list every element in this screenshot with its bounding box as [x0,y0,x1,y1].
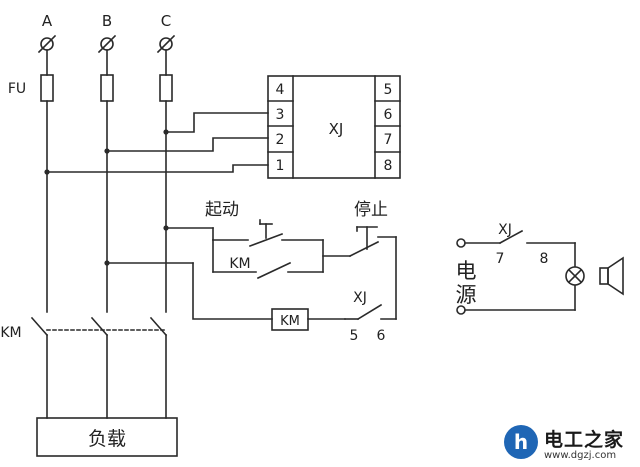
speaker-icon [599,256,624,296]
relay-pin-5: 5 [384,82,393,98]
xj-contact-5-6 [344,303,397,321]
watermark-name: 电工之家 [544,429,625,451]
phase-b-label: B [102,12,112,30]
main-contact-c [149,316,168,419]
relay-xj [267,75,401,179]
main-contact-b [90,316,109,419]
phase-a-label: A [42,12,53,30]
km-coil-label: KM [280,314,300,329]
lamp-icon [565,266,585,286]
main-contact-a [30,316,49,419]
phase-c-label: C [161,12,171,30]
km-aux-contact [212,239,324,280]
stop-button-label: 停止 [354,200,388,220]
xj-contact-label: XJ [353,290,367,306]
alarm-pin-8: 8 [540,251,549,267]
relay-pin-4: 4 [276,82,285,98]
alarm-pin-7: 7 [496,251,505,267]
control-wires [106,227,397,320]
relay-pin-1: 1 [276,158,285,174]
stop-button-contact [322,226,397,258]
xj-contact-pin-6: 6 [377,328,386,344]
watermark: h 电工之家 www.dgzj.com [504,423,636,465]
km-aux-contact-label: KM [229,256,250,272]
relay-pin-8: 8 [384,158,393,174]
relay-pin-6: 6 [384,107,393,123]
xj-contact-pin-5: 5 [350,328,359,344]
alarm-circuit [456,229,576,315]
power-label-1: 电 [456,259,477,283]
main-contact-label: KM [0,325,21,341]
relay-input-wires [46,112,269,173]
relay-name: XJ [329,120,344,138]
relay-pin-7: 7 [384,132,393,148]
start-button-label: 起动 [205,200,239,220]
fuse-b [100,74,114,102]
fuse-c [159,74,173,102]
power-label-2: 源 [456,283,477,307]
watermark-url: www.dgzj.com [544,450,617,461]
km-coil [271,308,309,331]
watermark-logo-icon: h [504,425,538,459]
alarm-relay-label: XJ [498,222,512,238]
relay-pin-3: 3 [276,107,285,123]
fuse-label: FU [8,81,26,97]
load-label: 负载 [88,428,126,450]
load-box [36,417,178,457]
fuse-a [40,74,54,102]
relay-pin-2: 2 [276,132,285,148]
